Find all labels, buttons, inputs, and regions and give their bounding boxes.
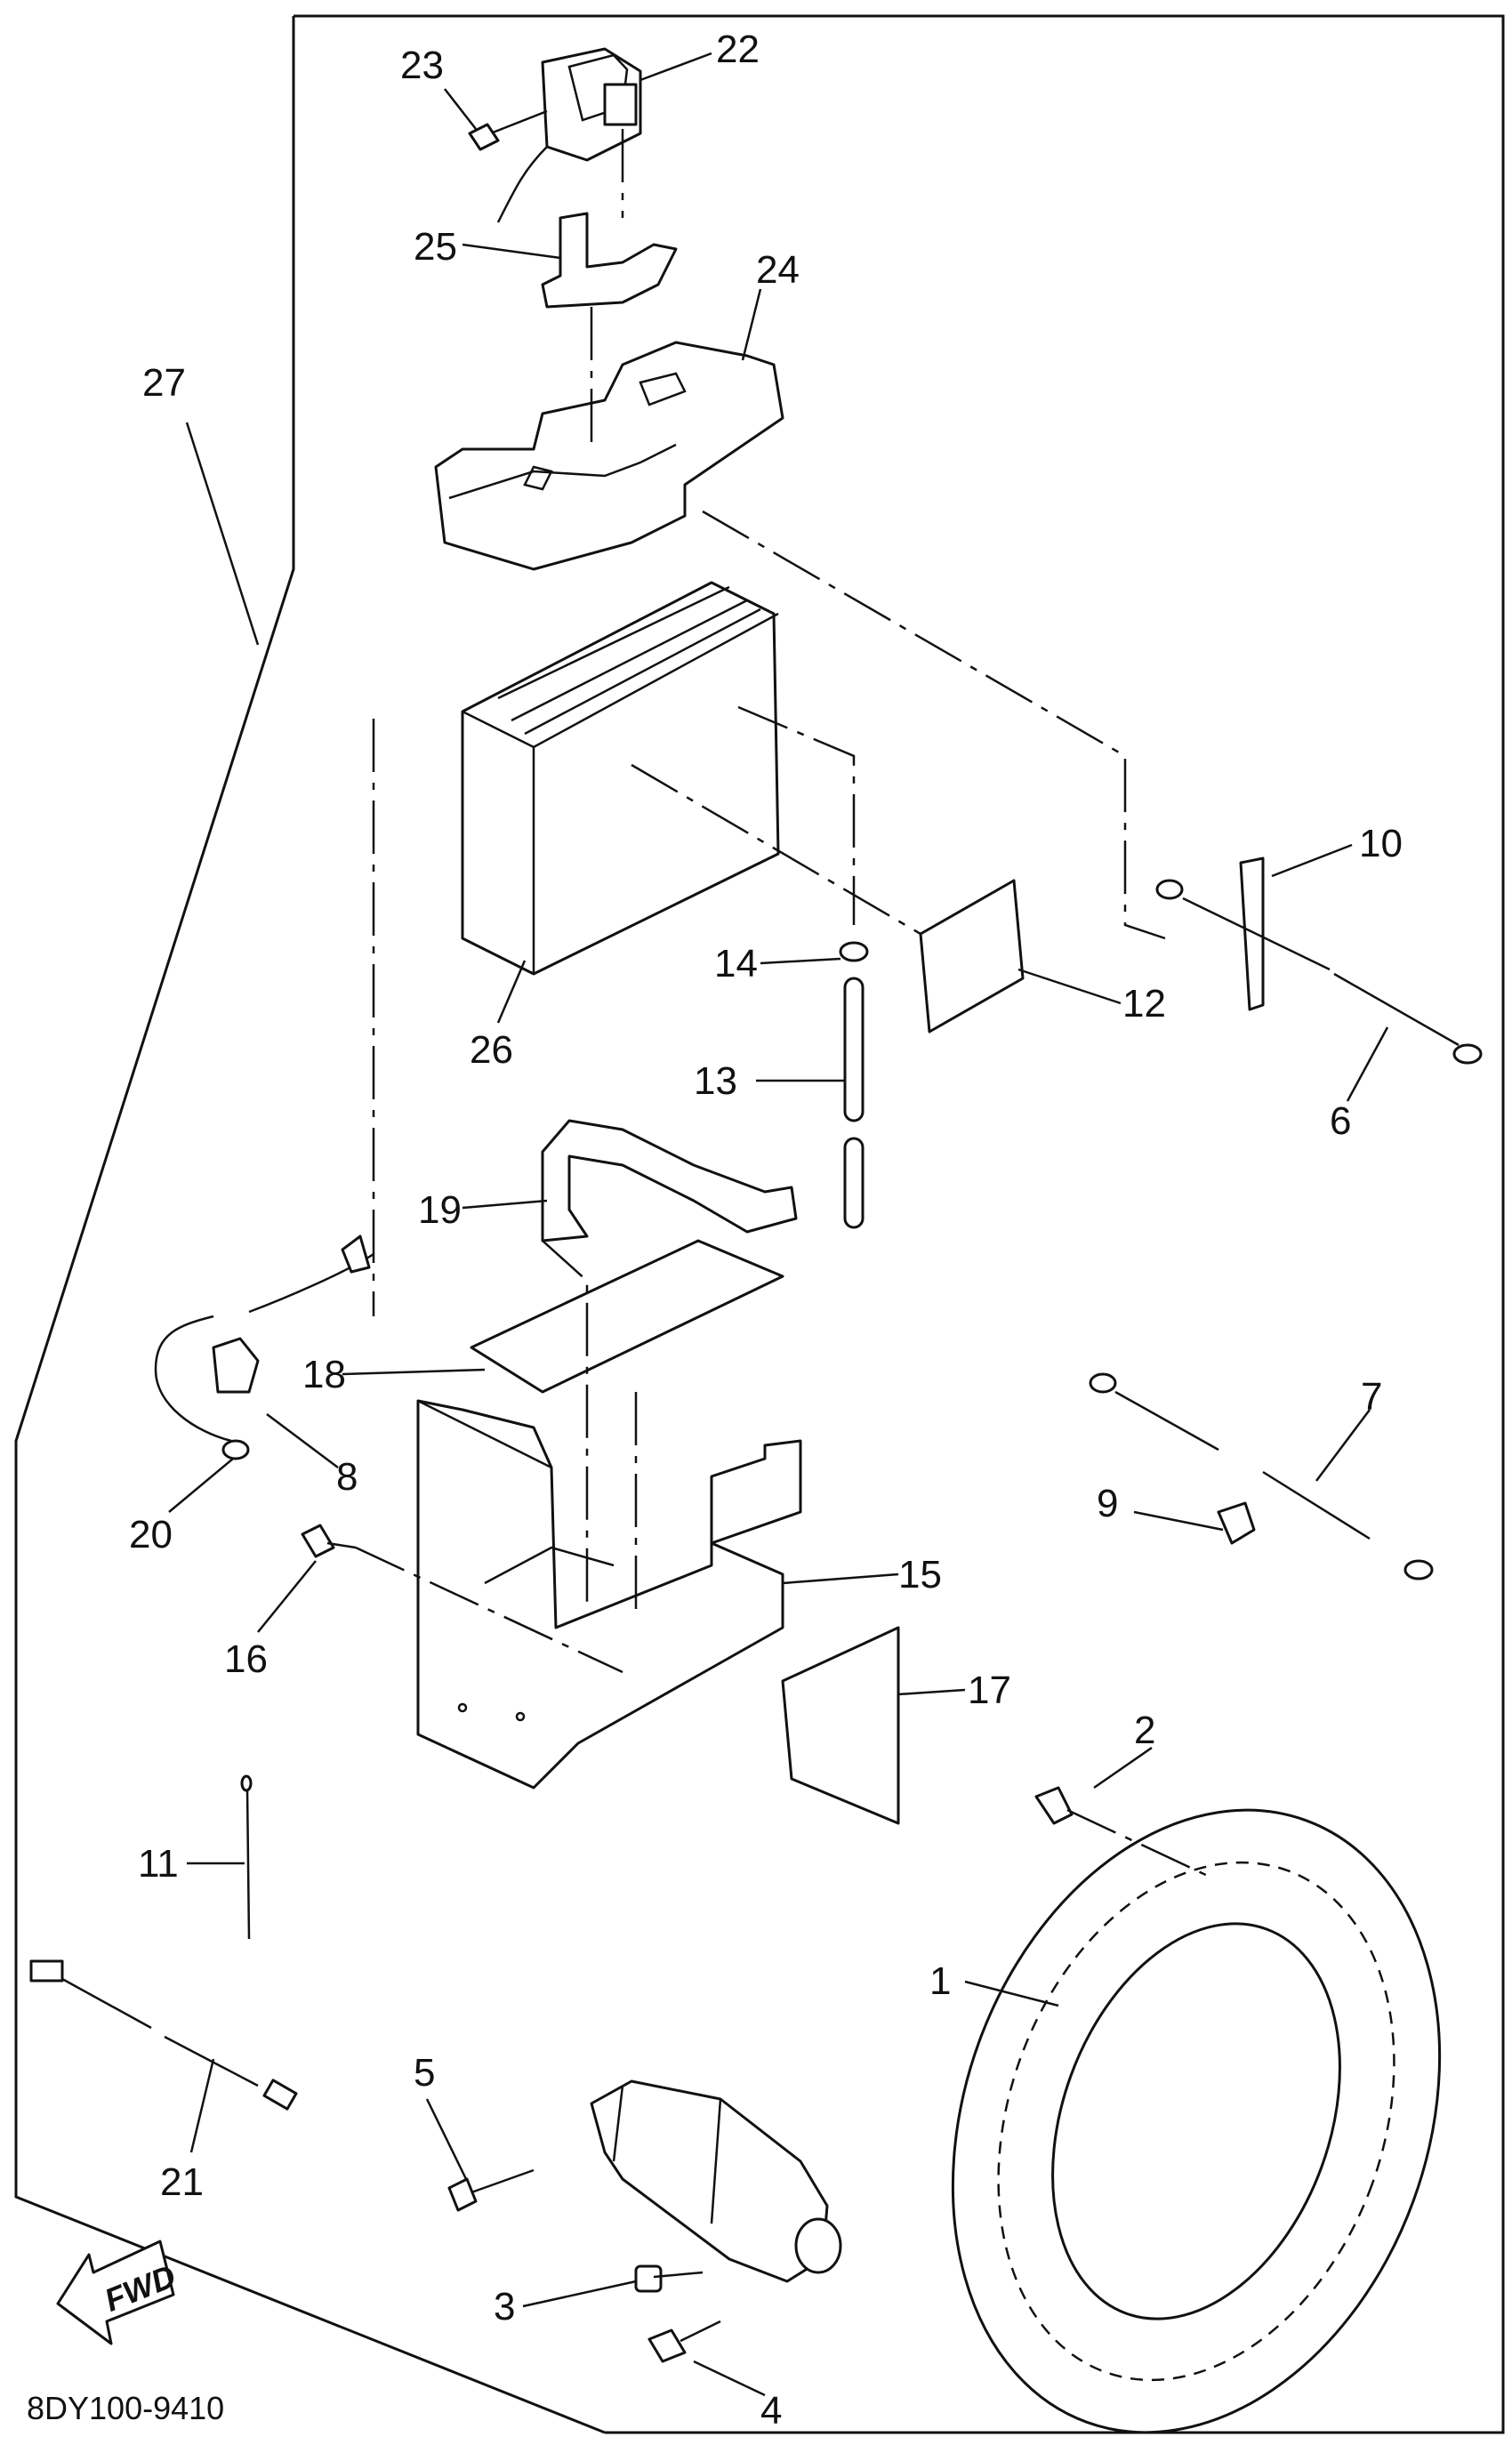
callout-8: 8 [336,1455,358,1499]
part-cable-band [1239,857,1265,1011]
callout-labels: 1 2 3 4 5 6 7 8 9 10 11 12 13 14 15 16 1… [129,28,1403,2433]
part-battery-box [416,1399,802,1790]
part-battery-lead-1 [1155,879,1483,1065]
callout-17: 17 [968,1669,1011,1712]
callout-18: 18 [302,1353,346,1396]
part-clamp [839,941,869,962]
callout-22: 22 [716,28,760,71]
callout-14: 14 [714,942,758,985]
callout-10: 10 [1359,822,1403,865]
callout-11: 11 [138,1842,179,1886]
callout-27: 27 [142,361,186,405]
part-cable-tie [240,1774,253,1940]
callout-9: 9 [1097,1482,1118,1525]
callout-21: 21 [160,2160,204,2204]
part-battery-sheet [470,1239,784,1394]
part-battery [461,581,780,976]
callout-6: 6 [1330,1099,1351,1143]
part-bolt-lower [647,2320,721,2363]
callout-2: 2 [1134,1709,1155,1752]
callout-7: 7 [1361,1375,1382,1419]
callout-12: 12 [1122,982,1166,1025]
part-starter-bolt [447,2168,535,2212]
callout-15: 15 [898,1553,942,1597]
diagram-frame [14,14,1505,2434]
callout-1: 1 [929,1959,951,2003]
part-relay-bolt [468,109,548,151]
assembly-guide-lines [355,129,1210,2279]
callout-19: 19 [418,1188,462,1232]
callout-20: 20 [129,1513,173,1556]
part-nut [634,2264,663,2293]
callout-16: 16 [224,1637,268,1681]
part-battery-label [919,879,1025,1034]
part-battery-band [541,1119,798,1243]
callout-5: 5 [414,2051,435,2095]
part-box-cover [781,1626,900,1825]
callout-leader-lines [168,52,1389,2397]
part-breather-hose [843,977,865,1229]
part-relay-bracket [541,212,678,309]
part-starter-relay [496,47,642,223]
part-sensor-lead [29,1959,298,2111]
diagram-reference-code: 8DY100-9410 [27,2390,224,2426]
part-ring-gear-disc [951,1808,1442,2434]
part-lead-holder [212,1337,260,1394]
forward-direction-arrow: FWD [56,2240,181,2345]
part-disc-bolt [1034,1786,1074,1825]
part-starter-motor [590,2079,842,2283]
callout-13: 13 [694,1059,737,1103]
callout-23: 23 [400,44,444,87]
part-earth-lead [154,1235,374,1460]
callout-26: 26 [470,1028,513,1072]
part-starter-lead [1089,1372,1434,1580]
part-box-bolt [301,1524,357,1558]
callout-25: 25 [414,225,457,269]
callout-4: 4 [760,2389,782,2433]
part-battery-cover [434,341,784,571]
callout-3: 3 [494,2285,515,2328]
part-lead-clamp [1217,1501,1256,1545]
callout-24: 24 [756,248,800,292]
